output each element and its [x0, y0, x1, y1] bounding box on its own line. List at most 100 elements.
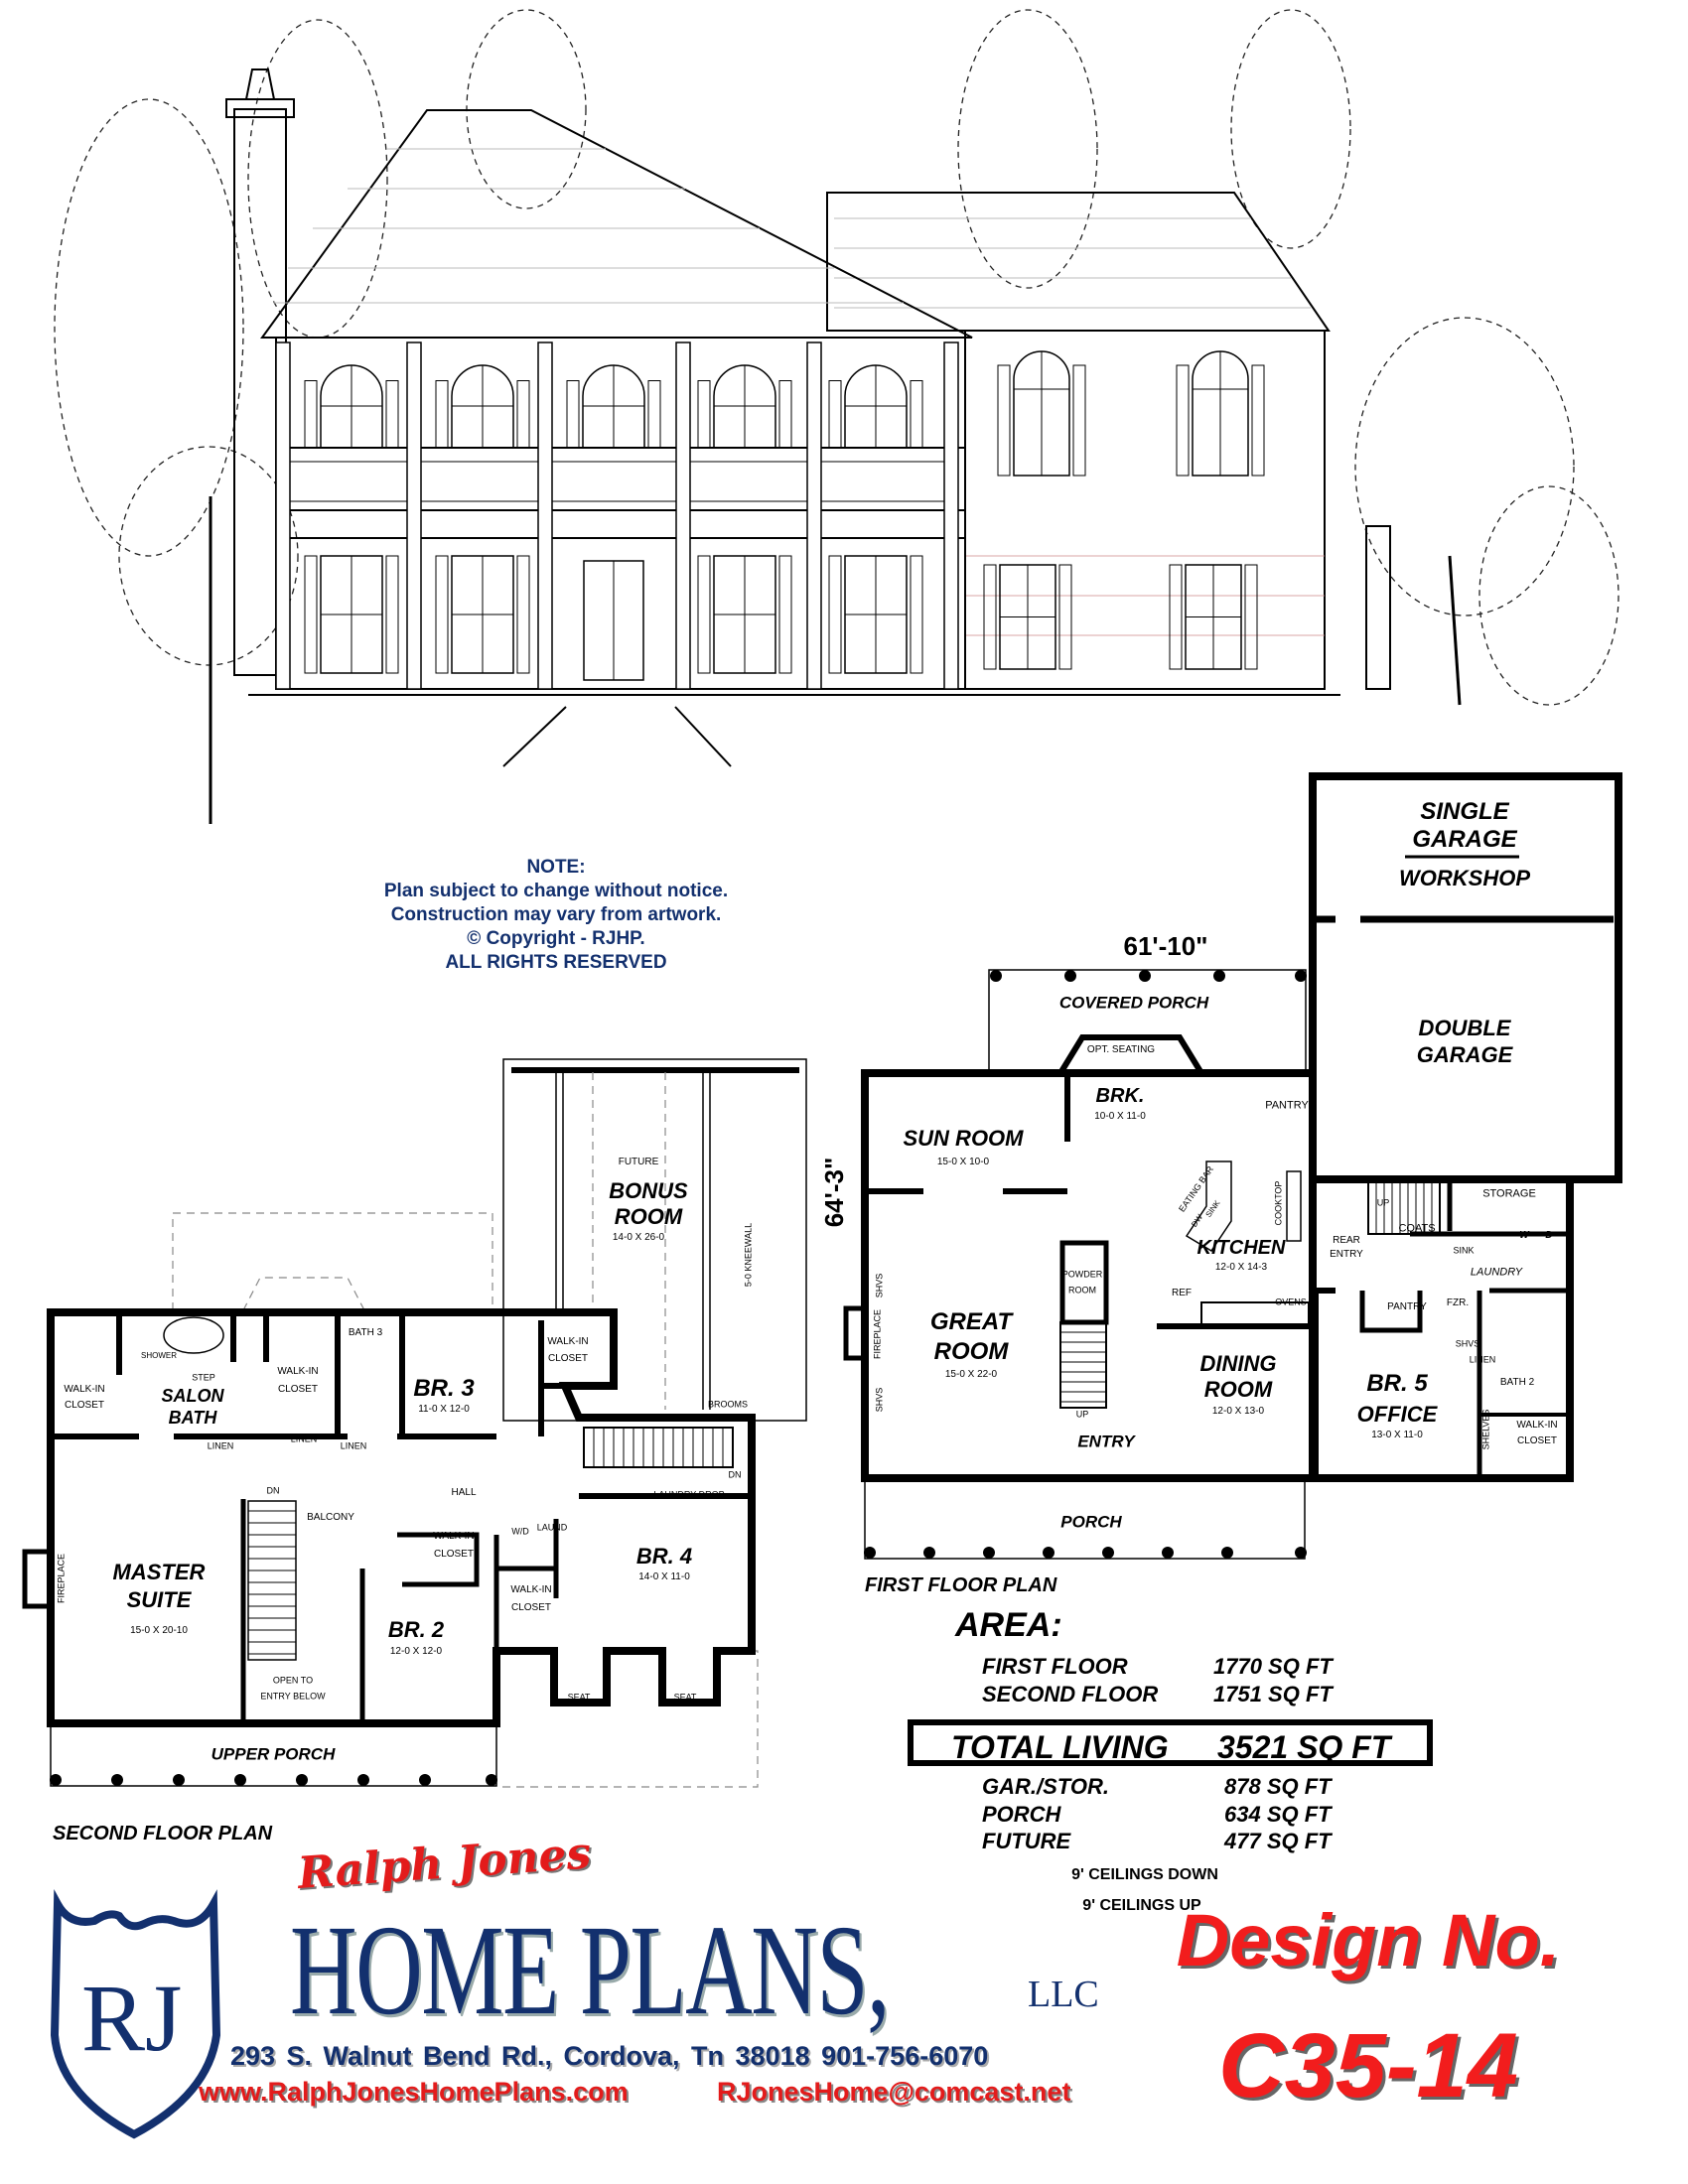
- first-floor-label: DOUBLE: [1418, 1016, 1511, 1040]
- first-floor-label: PANTRY: [1265, 1099, 1309, 1112]
- area-label: PORCH: [982, 1802, 1061, 1827]
- second-floor-label: LINEN: [290, 1433, 318, 1444]
- first-floor-walls: [843, 772, 1622, 1560]
- area-value: 1770 SQ FT: [1213, 1654, 1333, 1679]
- window: [983, 564, 1072, 670]
- second-floor-label: BR. 3: [413, 1375, 475, 1402]
- first-floor-label: REF: [1172, 1288, 1192, 1298]
- second-floor-label: 14-0 X 26-0: [612, 1232, 665, 1243]
- second-floor-label: DN: [266, 1485, 280, 1496]
- arched-window: [1176, 350, 1265, 477]
- first-floor-label: 15-0 X 10-0: [936, 1157, 990, 1167]
- note-heading: NOTE:: [526, 857, 586, 878]
- first-floor-label: W: [1519, 1230, 1529, 1241]
- second-floor-label: ENTRY BELOW: [260, 1691, 326, 1702]
- total-living-value: 3521 SQ FT: [1217, 1729, 1391, 1765]
- second-floor-label: DN: [728, 1469, 742, 1480]
- front-door: [583, 560, 644, 681]
- window: [304, 555, 399, 674]
- second-floor-label: 11-0 X 12-0: [418, 1404, 470, 1415]
- porch-column: [275, 341, 291, 690]
- second-floor-label: BR. 2: [387, 1617, 445, 1642]
- first-floor-label: DINING: [1199, 1351, 1277, 1376]
- first-floor-label: 10-0 X 11-0: [1094, 1111, 1146, 1122]
- first-floor-label: BRK.: [1095, 1085, 1145, 1107]
- second-floor-label: BALCONY: [307, 1512, 354, 1523]
- balcony-band: [275, 509, 966, 539]
- kitchen-island: [1185, 1160, 1232, 1253]
- balcony-railing: [290, 461, 951, 502]
- first-floor-label: BATH 2: [1499, 1377, 1535, 1388]
- first-floor-label: STORAGE: [1482, 1187, 1536, 1200]
- first-floor-label: POWDER: [1061, 1269, 1103, 1280]
- porch-columns: [275, 341, 959, 690]
- post: [990, 970, 1002, 982]
- area-value: 477 SQ FT: [1224, 1829, 1332, 1853]
- porch-column: [406, 341, 422, 690]
- company-website[interactable]: www.RalphJonesHomePlans.com: [199, 2077, 629, 2107]
- second-floor-label: FIREPLACE: [56, 1553, 67, 1604]
- window: [435, 555, 530, 674]
- first-floor-label: OFFICE: [1356, 1402, 1438, 1427]
- post: [1139, 970, 1151, 982]
- post: [50, 1774, 62, 1786]
- first-floor-label: SUN ROOM: [903, 1126, 1024, 1151]
- second-floor-label: SUITE: [126, 1587, 192, 1612]
- post: [1221, 1547, 1233, 1559]
- second-floor-label: LAUND: [536, 1522, 568, 1533]
- covered-porch-outline: [988, 969, 1307, 1074]
- main-wall: [275, 337, 966, 690]
- porch-column: [806, 341, 822, 690]
- post: [1295, 970, 1307, 982]
- first-floor-label: 12-0 X 13-0: [1211, 1406, 1265, 1417]
- first-floor-plan-title: FIRST FLOOR PLAN: [865, 1574, 1057, 1596]
- second-floor-label: WALK-IN: [510, 1584, 552, 1595]
- note-line: © Copyright - RJHP.: [467, 928, 645, 949]
- windows: [304, 350, 1265, 681]
- first-floor-label: 15-0 X 22-0: [944, 1369, 998, 1380]
- first-floor-label: ROOM: [1203, 1377, 1273, 1402]
- second-floor-label: LAUNDRY DROP: [653, 1489, 725, 1500]
- upper-stair: [583, 1427, 734, 1468]
- first-floor-label: PANTRY: [1387, 1301, 1427, 1312]
- second-floor-label: HALL: [451, 1487, 477, 1498]
- monogram: RJ: [81, 1965, 182, 2071]
- company-suffix: LLC: [1028, 1974, 1099, 2015]
- second-floor-label: CLOSET: [547, 1353, 589, 1364]
- first-floor-label: GARAGE: [1412, 826, 1517, 853]
- main-stair: [1059, 1321, 1107, 1409]
- second-floor-label: CLOSET: [433, 1549, 475, 1560]
- post: [486, 1774, 497, 1786]
- note-line: Plan subject to change without notice.: [383, 881, 729, 901]
- first-floor-label: FZR.: [1446, 1297, 1470, 1308]
- first-floor-label: SHVS: [874, 1273, 885, 1298]
- first-floor-label: SHELVES: [1480, 1409, 1491, 1450]
- post: [983, 1547, 995, 1559]
- first-floor-label: COATS: [1398, 1222, 1436, 1235]
- balcony-stair: [247, 1500, 297, 1661]
- first-floor-label: CLOSET: [1516, 1435, 1558, 1446]
- post: [419, 1774, 431, 1786]
- area-value: 878 SQ FT: [1224, 1774, 1332, 1799]
- second-floor-label: FUTURE: [618, 1157, 659, 1167]
- first-floor-label: KITCHEN: [1196, 1237, 1286, 1259]
- arched-window: [304, 364, 399, 449]
- trees-right: [1354, 317, 1619, 706]
- arched-window: [997, 350, 1086, 477]
- second-floor-label: LINEN: [340, 1440, 367, 1451]
- porch-column: [537, 341, 553, 690]
- second-floor-label: 14-0 X 11-0: [638, 1571, 690, 1582]
- first-floor-label: UP: [1075, 1409, 1089, 1420]
- first-floor-label: SINK: [1453, 1245, 1475, 1256]
- second-floor-label: BATH: [168, 1408, 217, 1428]
- first-floor-label: COOKTOP: [1273, 1180, 1284, 1226]
- tub: [163, 1316, 224, 1354]
- company-email[interactable]: RJonesHome@comcast.net: [717, 2077, 1071, 2107]
- post: [1213, 970, 1225, 982]
- post: [923, 1547, 935, 1559]
- total-living-label: TOTAL LIVING: [951, 1729, 1169, 1765]
- second-floor-label: SHOWER: [141, 1351, 177, 1360]
- first-floor-label: ENTRY: [1330, 1249, 1363, 1260]
- post: [1043, 1547, 1055, 1559]
